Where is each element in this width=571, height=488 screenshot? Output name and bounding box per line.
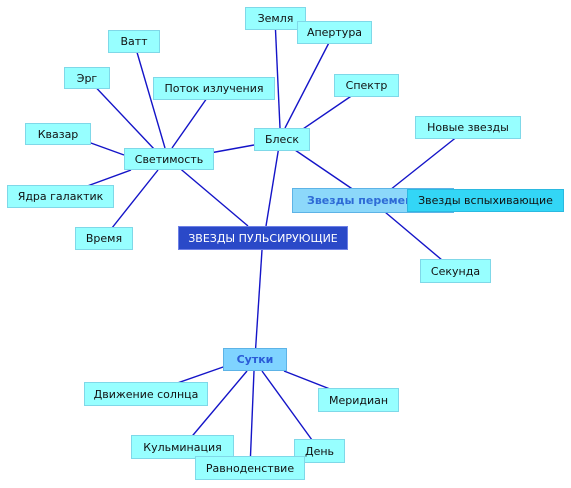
node-kvazar[interactable]: Квазар (25, 123, 91, 145)
node-sekunda[interactable]: Секунда (420, 259, 491, 283)
node-novye[interactable]: Новые звезды (415, 116, 521, 139)
node-kulminaciya[interactable]: Кульминация (131, 435, 234, 459)
node-spektr[interactable]: Спектр (334, 74, 399, 97)
node-yadra[interactable]: Ядра галактик (7, 185, 114, 208)
node-vspyhivayushchie[interactable]: Звезды вспыхивающие (407, 189, 564, 212)
edge-center-blesk (265, 139, 281, 227)
node-dvizhenie[interactable]: Движение солнца (84, 382, 208, 406)
edge-center-sutki (254, 249, 263, 359)
edge-center-svetimost (169, 159, 249, 227)
node-sutki[interactable]: Сутки (223, 348, 287, 371)
node-blesk[interactable]: Блеск (254, 128, 310, 151)
edge-sutki-ravnodenstvie (249, 370, 255, 469)
node-vatt[interactable]: Ватт (108, 30, 160, 53)
node-svetimost[interactable]: Светимость (124, 148, 214, 170)
node-erg[interactable]: Эрг (64, 67, 110, 89)
node-meridian[interactable]: Меридиан (318, 388, 399, 412)
node-potok[interactable]: Поток излучения (153, 77, 275, 100)
center-node[interactable]: ЗВЕЗДЫ ПУЛЬСИРУЮЩИЕ (178, 226, 348, 250)
edge-svetimost-erg (86, 77, 156, 151)
edge-svetimost-vremya (103, 169, 159, 239)
node-zemlya[interactable]: Земля (245, 7, 306, 30)
edge-blesk-zemlya (274, 18, 281, 129)
node-ravnodenstvie[interactable]: Равноденствие (195, 456, 305, 480)
edge-svetimost-blesk (209, 144, 255, 154)
node-apertura[interactable]: Апертура (297, 21, 372, 44)
edge-sutki-kulminaciya (182, 370, 248, 448)
edge-blesk-apertura (284, 32, 335, 129)
edge-sutki-den (261, 370, 321, 452)
node-vremya[interactable]: Время (75, 227, 133, 250)
edge-svetimost-vatt (133, 41, 166, 149)
